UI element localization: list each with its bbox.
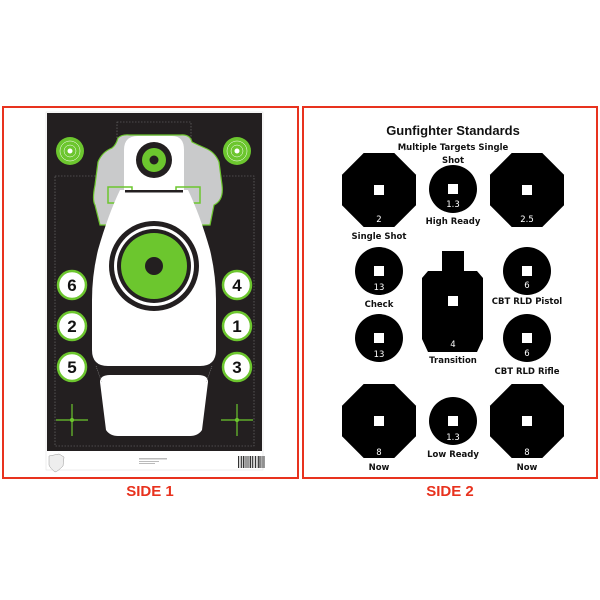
aim-square — [448, 416, 458, 426]
aim-square — [374, 333, 384, 343]
barcode-bar — [245, 456, 246, 468]
aim-square — [522, 266, 532, 276]
target-value: 2 — [376, 215, 381, 225]
subtitle-line1: Multiple Targets Single — [398, 143, 509, 153]
target-value: 13 — [374, 283, 385, 293]
barcode-bar — [251, 456, 253, 468]
target-value: 8 — [524, 448, 529, 458]
number-label: 6 — [67, 276, 76, 295]
number-circle-5: 5 — [56, 351, 88, 383]
fine-print — [139, 458, 167, 464]
aim-square — [522, 333, 532, 343]
number-label: 3 — [232, 358, 241, 377]
aim-square — [448, 184, 458, 194]
barcode-bar — [253, 456, 255, 468]
aim-square — [522, 185, 532, 195]
target-value: 1.3 — [446, 433, 460, 443]
center-dot — [145, 257, 163, 275]
side2-title: Gunfighter Standards — [386, 123, 520, 138]
target-value: 1.3 — [446, 200, 460, 210]
barcode-bar — [256, 456, 258, 468]
number-circle-2: 2 — [56, 310, 88, 342]
number-label: 4 — [232, 276, 242, 295]
aim-square — [374, 266, 384, 276]
barcode-bar — [238, 456, 239, 468]
barcode-bar — [262, 456, 263, 468]
barcode-bar — [239, 456, 241, 468]
target-caption: High Ready — [426, 217, 481, 227]
target-value: 6 — [524, 281, 529, 291]
target-value: 6 — [524, 349, 529, 359]
aim-square — [448, 296, 458, 306]
barcode-bar — [255, 456, 256, 468]
small-bullseye-right — [223, 137, 251, 165]
barcode-bar — [258, 456, 260, 468]
number-label: 5 — [67, 358, 76, 377]
number-circle-4: 4 — [221, 269, 253, 301]
target-value: 4 — [450, 340, 455, 350]
target-caption: Transition — [429, 356, 477, 366]
target-caption: Check — [365, 300, 394, 310]
target-value: 8 — [376, 448, 381, 458]
target-caption: Now — [369, 463, 390, 473]
barcode-icon — [238, 456, 265, 468]
target-caption: Now — [517, 463, 538, 473]
target-caption: CBT RLD Rifle — [495, 367, 560, 377]
neck-line — [125, 190, 183, 193]
crosshair-right — [221, 404, 253, 436]
target-caption: CBT RLD Pistol — [492, 297, 563, 307]
target-caption: Single Shot — [352, 232, 407, 242]
aim-square — [522, 416, 532, 426]
barcode-bar — [248, 456, 249, 468]
head-center — [149, 155, 159, 165]
target-value: 13 — [374, 350, 385, 360]
barcode-bar — [249, 456, 252, 468]
target-caption: Low Ready — [427, 450, 479, 460]
side2-target: Gunfighter Standards Multiple Targets Si… — [342, 123, 564, 473]
crosshair-left — [56, 404, 88, 436]
barcode-bar — [242, 456, 245, 468]
side1-target: 6 2 5 4 1 3 — [45, 111, 265, 473]
pelvis-zone — [100, 375, 208, 436]
number-circle-3: 3 — [221, 351, 253, 383]
barcode-bar — [246, 456, 248, 468]
aim-square — [374, 416, 384, 426]
number-circle-6: 6 — [56, 269, 88, 301]
shield-logo-icon — [48, 453, 65, 473]
side2-panel — [302, 106, 598, 479]
number-label: 1 — [232, 317, 241, 336]
small-bullseye-left — [56, 137, 84, 165]
number-circle-1: 1 — [221, 310, 253, 342]
barcode-bar — [241, 456, 243, 468]
barcode-bar — [260, 456, 262, 468]
side1-label: SIDE 1 — [126, 483, 174, 500]
side2-label: SIDE 2 — [426, 483, 474, 500]
aim-square — [374, 185, 384, 195]
side1-panel — [2, 106, 299, 479]
number-label: 2 — [67, 317, 76, 336]
barcode-bar — [263, 456, 265, 468]
subtitle-line2: Shot — [442, 156, 464, 166]
target-value: 2.5 — [520, 215, 534, 225]
